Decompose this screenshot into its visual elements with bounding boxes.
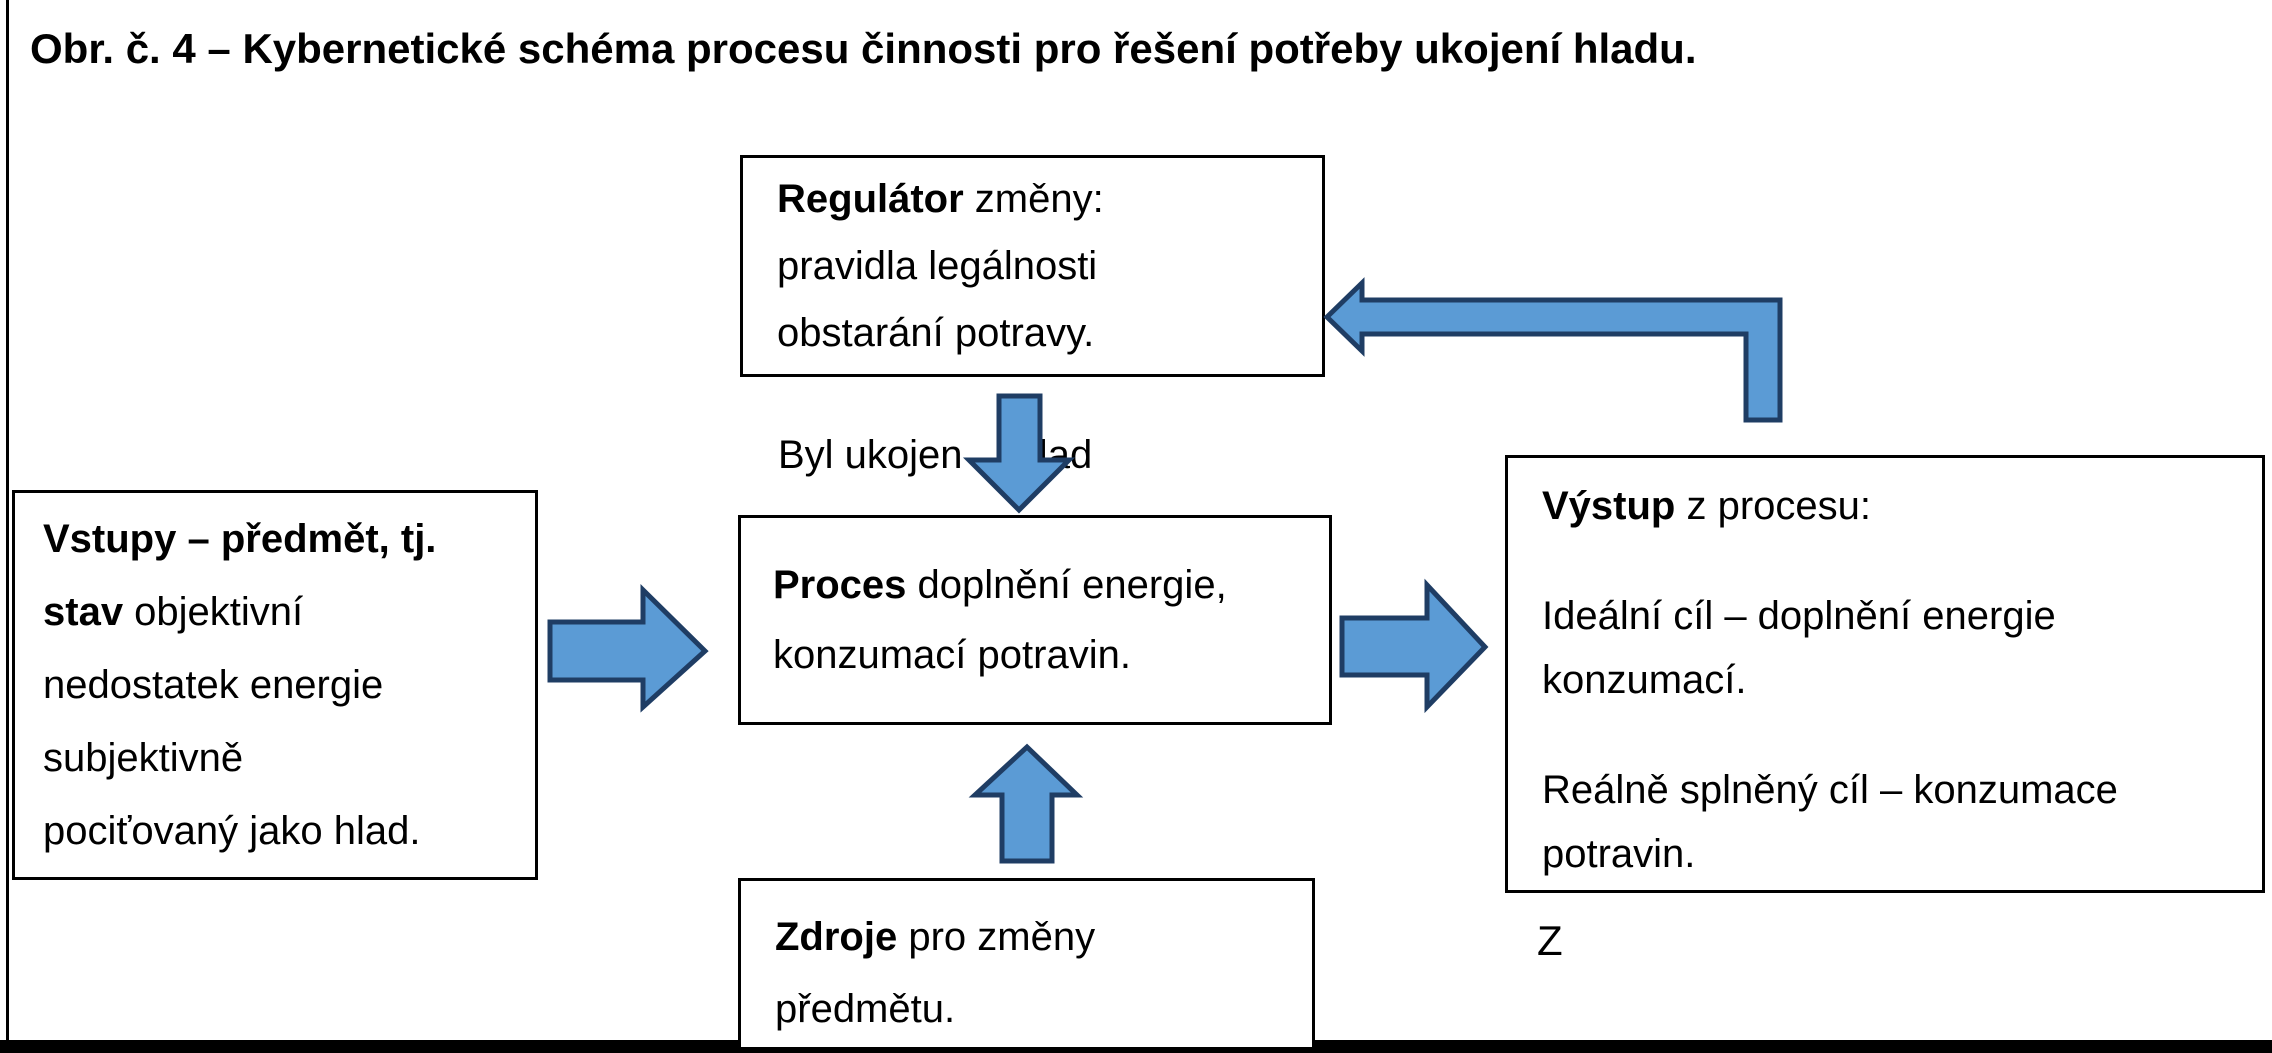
text-run: z procesu: <box>1675 484 1872 528</box>
text-run-bold: Zdroje <box>775 915 898 959</box>
text-line: předmětu. <box>775 973 1312 1045</box>
text-line: Zdroje pro změny <box>775 901 1312 973</box>
text-line: Výstup z procesu: <box>1542 474 2262 538</box>
regulator-box: Regulátor změny: pravidla legálnosti obsta… <box>740 155 1325 377</box>
feedback-question-right: hlad <box>1016 433 1093 477</box>
text-run: subjektivně <box>43 735 244 780</box>
text-run: nedostatek energie <box>43 662 384 707</box>
text-run-bold: Proces <box>773 563 907 607</box>
text-run: doplnění energie, <box>906 563 1227 607</box>
resources-box: Zdroje pro změny předmětu. <box>738 878 1315 1050</box>
output-arrow-icon <box>1339 578 1489 714</box>
text-line: potravin. <box>1542 822 2262 886</box>
text-line: konzumací. <box>1542 648 2262 712</box>
text-run: konzumací. <box>1542 658 1747 702</box>
process-box: Proces doplnění energie, konzumací potrav… <box>738 515 1332 725</box>
output-box: Výstup z procesu: Ideální cíl – doplnění … <box>1505 455 2265 893</box>
text-run: obstarání potravy. <box>777 310 1095 355</box>
text-run-bold: stav <box>43 589 124 634</box>
text-line: Vstupy – předmět, tj. <box>43 503 535 576</box>
feedback-question-label: Byl ukojen hlad <box>778 430 1092 480</box>
text-run: pociťovaný jako hlad. <box>43 808 421 853</box>
text-line: Regulátor změny: <box>777 166 1322 233</box>
text-run: konzumací potravin. <box>773 633 1131 677</box>
text-line: nedostatek energie <box>43 649 535 722</box>
text-run-bold: Výstup <box>1542 484 1676 528</box>
text-line: Reálně splněný cíl – konzumace <box>1542 758 2262 822</box>
text-line: pociťovaný jako hlad. <box>43 795 535 868</box>
feedback-question-left: Byl ukojen <box>778 433 963 477</box>
z-label: Z <box>1537 917 1563 964</box>
text-line: Ideální cíl – doplnění energie <box>1542 584 2262 648</box>
text-run-bold: Vstupy – předmět, tj. <box>43 516 437 561</box>
inputs-box: Vstupy – předmět, tj. stav objektivní nedo… <box>12 490 538 880</box>
text-line: stav objektivní <box>43 576 535 649</box>
text-run: změny: <box>963 176 1104 221</box>
text-run: pravidla legálnosti <box>777 243 1098 288</box>
text-run: potravin. <box>1542 832 1696 876</box>
text-line: konzumací potravin. <box>773 620 1329 690</box>
text-run: pro změny <box>897 915 1096 959</box>
figure-frame-left-border <box>6 0 9 1040</box>
text-run: Reálně splněný cíl – konzumace <box>1542 768 2118 812</box>
text-line: pravidla legálnosti <box>777 233 1322 300</box>
resources-to-process-arrow-icon <box>968 743 1084 864</box>
feedback-elbow-arrow-icon <box>1323 277 1783 423</box>
text-line: subjektivně <box>43 722 535 795</box>
text-run: Ideální cíl – doplnění energie <box>1542 594 2056 638</box>
input-arrow-icon <box>547 584 709 713</box>
text-run: předmětu. <box>775 987 956 1031</box>
figure-caption: Obr. č. 4 – Kybernetické schéma procesu … <box>30 25 1697 72</box>
text-run: objektivní <box>123 589 304 634</box>
text-line: Proces doplnění energie, <box>773 550 1329 620</box>
text-line: obstarání potravy. <box>777 300 1322 367</box>
text-run-bold: Regulátor <box>777 176 964 221</box>
